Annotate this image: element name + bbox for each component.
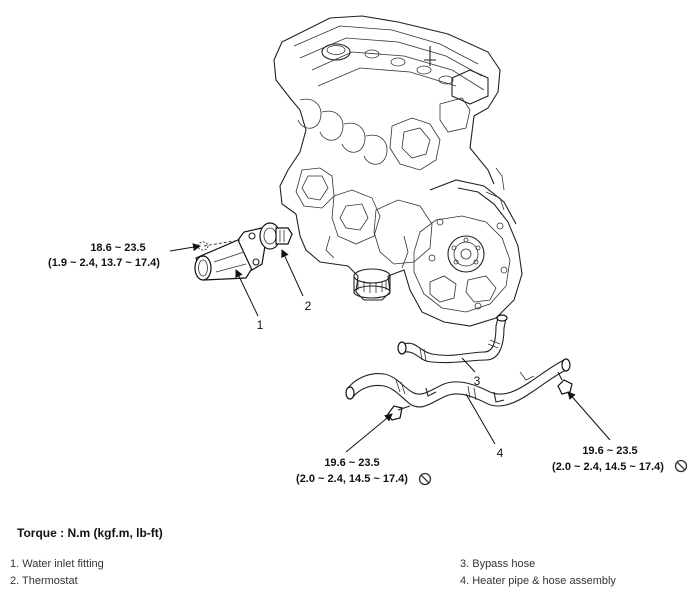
thermostat — [259, 222, 293, 250]
torque-label-inlet: 18.6 ~ 23.5 — [90, 242, 145, 254]
torque-label-heater-left: 19.6 ~ 23.5 — [324, 457, 379, 469]
callout-2: 2 — [305, 299, 312, 313]
inlet-fitting-bolt — [197, 239, 241, 251]
bypass-hose — [397, 314, 508, 364]
callout-3-leader — [461, 357, 476, 373]
legend-item-4: 4. Heater pipe & hose assembly — [460, 575, 616, 587]
heater-left-torque-arrow — [345, 413, 393, 453]
legend-item-1: 1. Water inlet fitting — [10, 558, 104, 570]
torque-alt-inlet: (1.9 ~ 2.4, 13.7 ~ 17.4) — [48, 257, 160, 269]
callout-4-leader — [465, 393, 496, 445]
prohibited-circle-icon — [418, 472, 432, 486]
torque-alt-heater-left: (2.0 ~ 2.4, 14.5 ~ 17.4) — [296, 473, 408, 485]
callout-4: 4 — [497, 446, 504, 460]
callout-2-leader — [281, 249, 304, 297]
callout-1-leader — [235, 269, 259, 317]
inlet-torque-arrow — [169, 243, 201, 252]
heater-bolt-right — [557, 371, 573, 395]
torque-alt-heater-right: (2.0 ~ 2.4, 14.5 ~ 17.4) — [552, 461, 664, 473]
torque-label-heater-right: 19.6 ~ 23.5 — [582, 445, 637, 457]
water-inlet-fitting — [194, 227, 267, 281]
heater-bolt-left — [387, 405, 411, 421]
engine-block-illustration — [273, 15, 523, 327]
legend-item-3: 3. Bypass hose — [460, 558, 536, 570]
heater-right-torque-arrow — [567, 391, 611, 441]
callout-3: 3 — [474, 374, 481, 388]
torque-unit-note: Torque : N.m (kgf.m, lb-ft) — [17, 526, 163, 540]
legend-item-2: 2. Thermostat — [10, 575, 78, 587]
prohibited-circle-icon — [674, 459, 688, 473]
callout-1: 1 — [257, 318, 264, 332]
heater-pipe-assembly — [345, 358, 571, 408]
